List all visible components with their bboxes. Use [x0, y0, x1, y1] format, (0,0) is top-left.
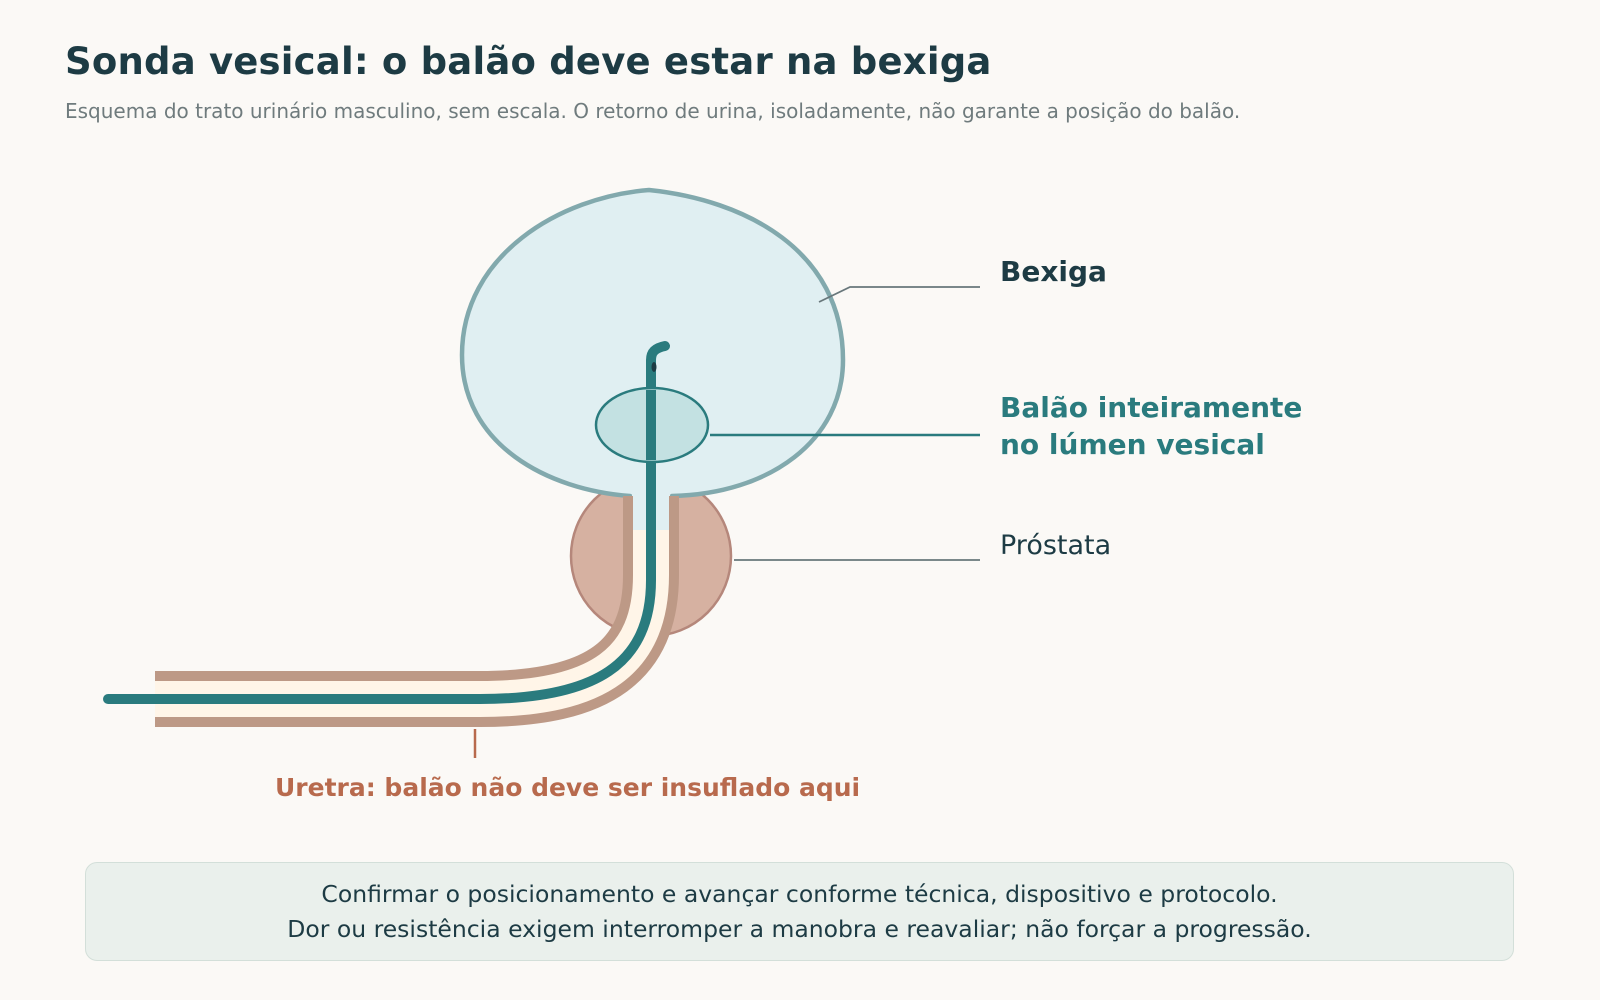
page-title: Sonda vesical: o balão deve estar na bex… [65, 40, 992, 83]
catheter-eye [651, 362, 657, 372]
page-subtitle: Esquema do trato urinário masculino, sem… [65, 99, 1241, 123]
safety-note-line1: Confirmar o posicionamento e avançar con… [321, 879, 1278, 908]
prostate-label: Próstata [1000, 530, 1111, 561]
safety-note-line2: Dor ou resistência exigem interromper a … [287, 914, 1312, 943]
catheter [103, 341, 670, 704]
balloon-label-line1: Balão inteiramente [1000, 391, 1302, 424]
urethra-label: Uretra: balão não deve ser insuflado aqu… [275, 773, 860, 802]
safety-note-box: Confirmar o posicionamento e avançar con… [85, 862, 1514, 961]
bladder-leader-line [818, 286, 980, 303]
bladder-label: Bexiga [1000, 255, 1107, 288]
balloon-label-line2: no lúmen vesical [1000, 428, 1265, 461]
